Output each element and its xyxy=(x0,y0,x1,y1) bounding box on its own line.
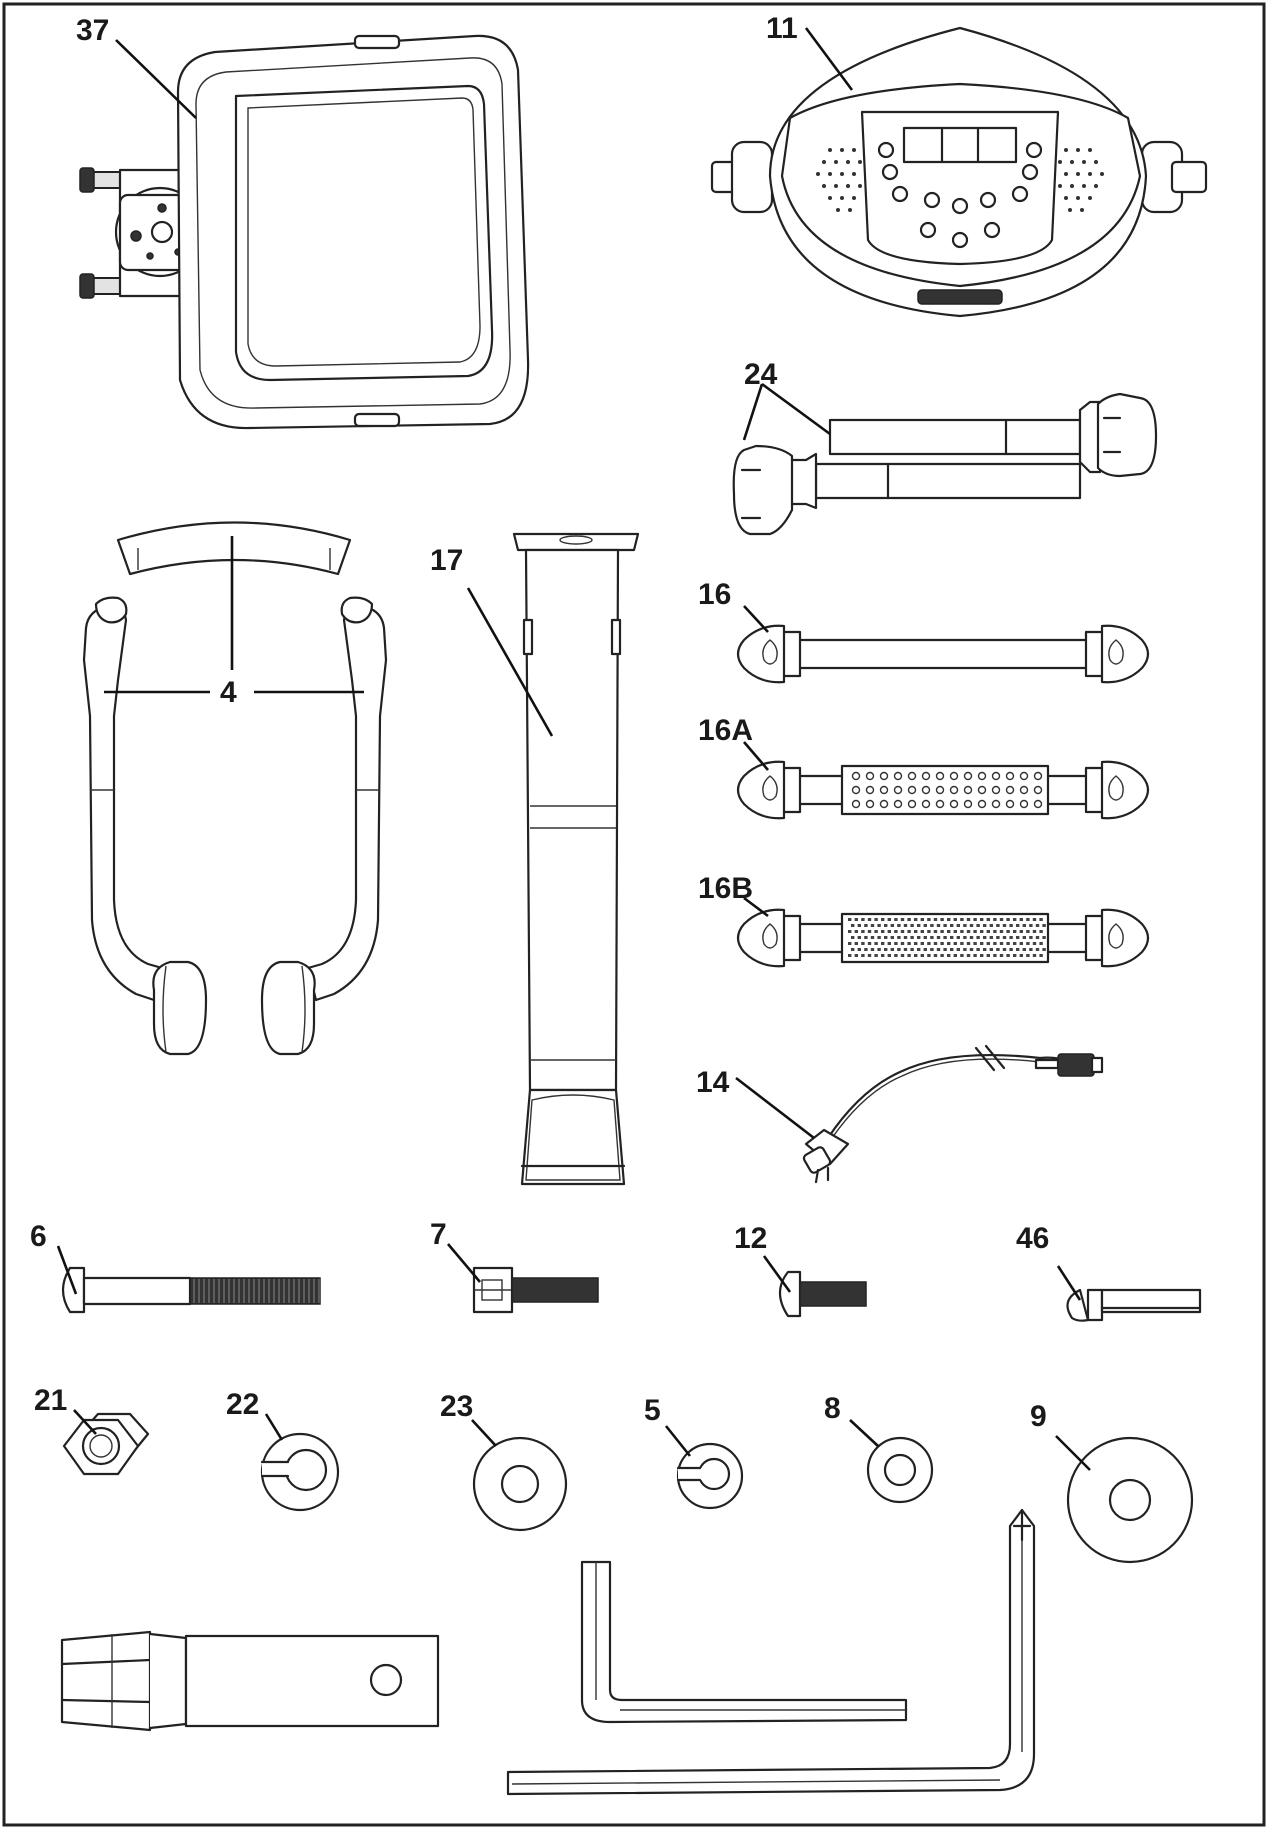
label-5: 5 xyxy=(644,1394,661,1427)
grip-bar-dotted-icon xyxy=(736,760,1150,820)
allen-key-icon xyxy=(580,1560,908,1724)
console-computer-icon xyxy=(710,26,1208,318)
flat-washer-icon xyxy=(472,1436,568,1532)
label-6: 6 xyxy=(30,1220,47,1253)
hex-nut-icon xyxy=(62,1412,150,1476)
label-46: 46 xyxy=(1016,1222,1049,1255)
socket-wrench-icon xyxy=(60,1630,440,1732)
knob-pin-icon xyxy=(1066,1288,1202,1322)
grip-bar-icon xyxy=(736,624,1150,684)
label-23: 23 xyxy=(440,1390,473,1423)
label-9: 9 xyxy=(1030,1400,1047,1433)
handle-bar-pair-icon xyxy=(732,392,1158,536)
label-17: 17 xyxy=(430,544,463,577)
handlebar-frame-icon xyxy=(82,521,388,1056)
label-4: 4 xyxy=(220,676,237,709)
large-washer-icon xyxy=(1066,1436,1194,1564)
label-16: 16 xyxy=(698,578,731,611)
upright-post-icon xyxy=(512,532,640,1186)
label-16B: 16B xyxy=(698,872,753,905)
label-14: 14 xyxy=(696,1066,730,1099)
grip-bar-mesh-icon xyxy=(736,908,1150,968)
small-split-washer-icon xyxy=(676,1442,744,1510)
small-washer-icon xyxy=(866,1436,934,1504)
label-24: 24 xyxy=(744,358,778,391)
label-7: 7 xyxy=(430,1218,447,1251)
label-37: 37 xyxy=(76,14,109,47)
screwdriver-allen-key-icon xyxy=(506,1508,1036,1796)
long-bolt-icon xyxy=(61,1266,321,1314)
seat-platform-icon xyxy=(79,34,530,430)
label-11: 11 xyxy=(766,12,798,45)
power-cord-icon xyxy=(802,1044,1104,1184)
label-16A: 16A xyxy=(698,714,753,747)
label-21: 21 xyxy=(34,1384,67,1417)
label-22: 22 xyxy=(226,1388,259,1421)
split-washer-icon xyxy=(260,1432,340,1512)
hex-socket-bolt-icon xyxy=(472,1266,599,1314)
label-12: 12 xyxy=(734,1222,767,1255)
label-8: 8 xyxy=(824,1392,841,1425)
short-bolt-icon xyxy=(778,1270,867,1318)
